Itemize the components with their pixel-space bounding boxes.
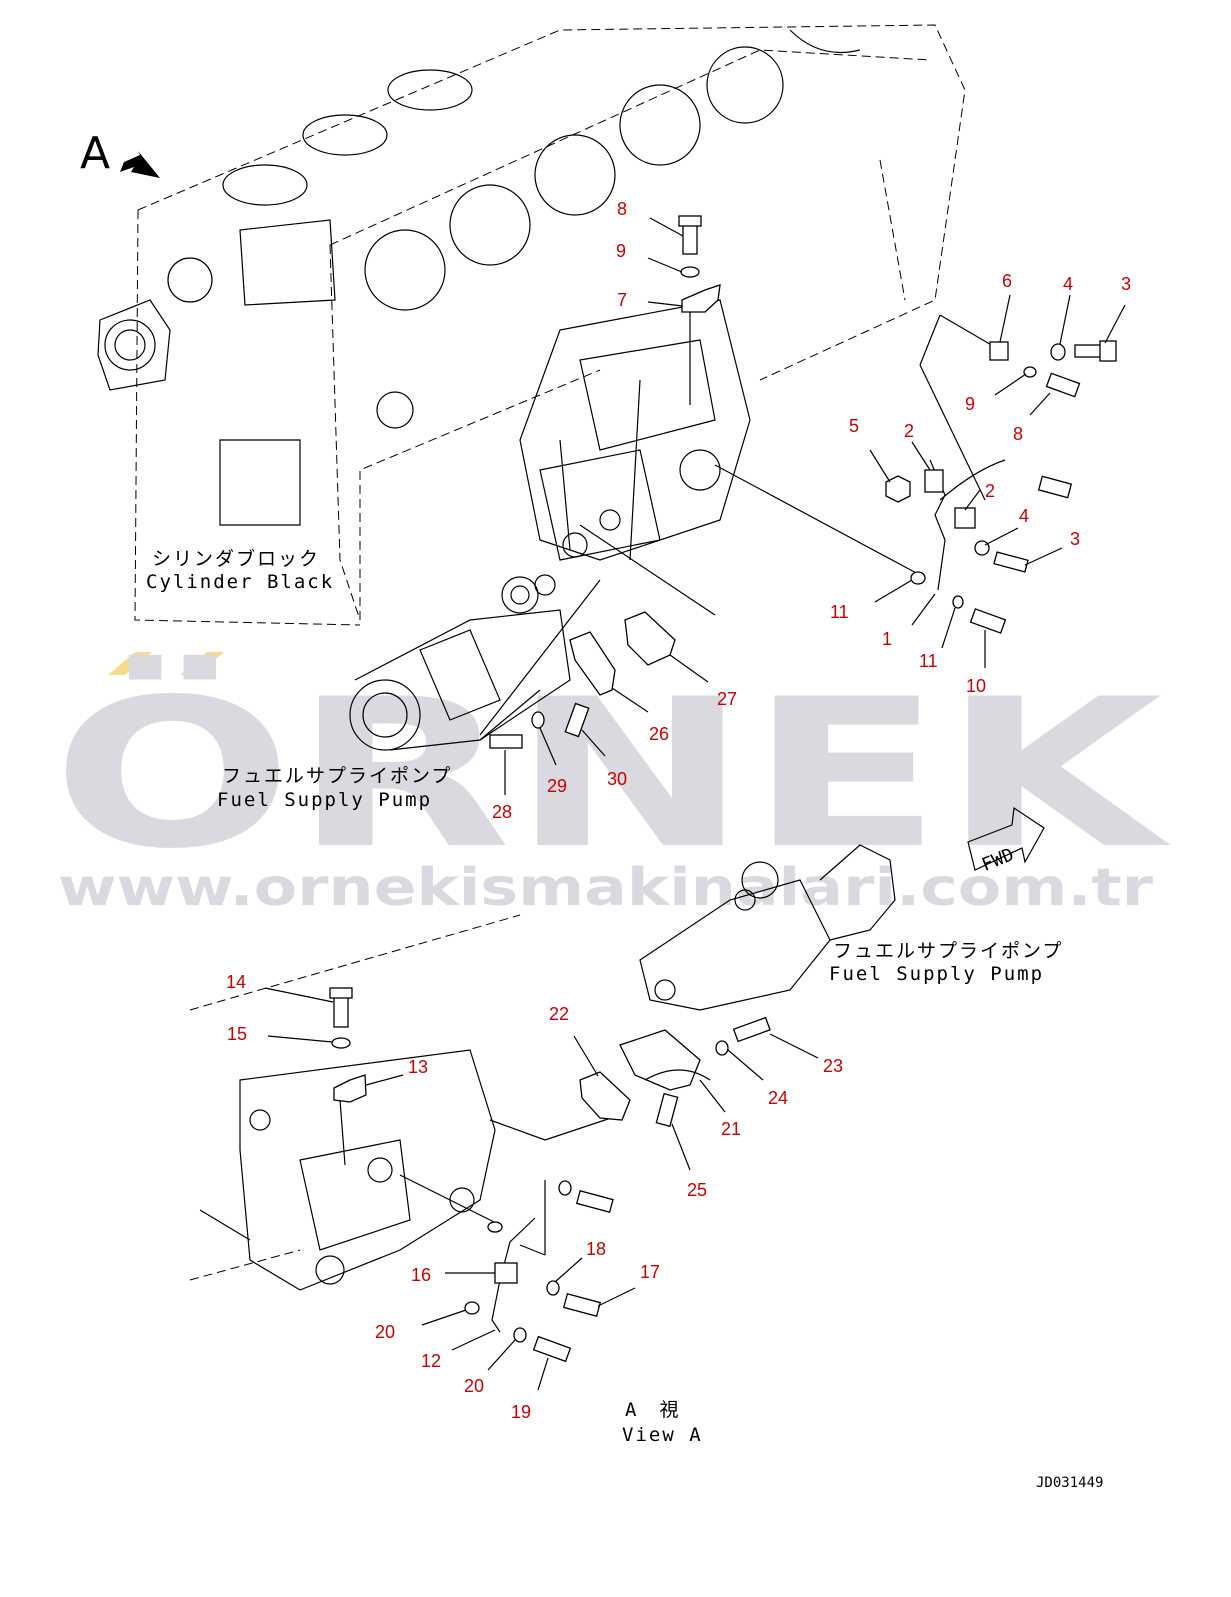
bolt-14 [333, 994, 349, 1028]
pump-label-en: Fuel Supply Pump [217, 789, 432, 811]
callout-9-right: 9 [965, 394, 975, 414]
callout-10: 10 [966, 676, 986, 696]
bolt-23 [732, 1016, 771, 1043]
callout-20-top: 20 [375, 1322, 395, 1342]
watermark-brand: ÖRNEK [52, 655, 1172, 894]
pump-label-jp: フュエルサプライポンプ [222, 765, 452, 787]
washer-20-top [464, 1301, 480, 1315]
pump2-label-en: Fuel Supply Pump [829, 963, 1044, 985]
callout-1: 1 [882, 629, 892, 649]
bracket-21 [619, 1029, 701, 1091]
lower-parts [329, 987, 771, 1363]
clamp-16 [494, 1262, 518, 1284]
callout-11-right: 11 [919, 651, 938, 671]
view-label-en: View A [622, 1424, 703, 1446]
bolt-8-right [1045, 372, 1081, 398]
block-22 [579, 1071, 631, 1121]
callout-3-mid: 3 [1070, 529, 1080, 549]
bolt-3-mid [993, 551, 1029, 573]
bracket-7 [681, 284, 721, 313]
callout-numbers: 8 9 7 6 4 3 9 8 5 2 2 4 3 11 1 11 10 27 … [226, 199, 1131, 1422]
washer-11-left [910, 571, 926, 585]
callout-30: 30 [607, 769, 627, 789]
callout-17: 17 [640, 1262, 660, 1282]
callout-6: 6 [1002, 271, 1012, 291]
callout-14: 14 [226, 972, 246, 992]
upper-leaders [479, 310, 1001, 736]
watermark-accent-right [180, 652, 224, 675]
callout-19: 19 [511, 1402, 531, 1422]
callout-13: 13 [408, 1057, 428, 1077]
callout-25: 25 [687, 1180, 707, 1200]
washer-9-upper [680, 266, 700, 278]
callout-26: 26 [649, 724, 669, 744]
callout-8-right: 8 [1013, 424, 1023, 444]
bolt-8-upper [682, 221, 698, 255]
bolt-10 [969, 608, 1007, 634]
washer-20-bottom [513, 1327, 527, 1343]
nut-5 [885, 475, 911, 503]
callout-leaders [264, 217, 1126, 1391]
callout-11-left: 11 [830, 602, 849, 622]
washer-18 [546, 1280, 560, 1296]
fuel-supply-pump-lower [639, 844, 896, 1011]
callout-4-mid: 4 [1019, 506, 1029, 526]
fuel-supply-pump-upper [349, 574, 571, 751]
callout-18: 18 [586, 1239, 606, 1259]
clamp-2-b [954, 507, 976, 529]
view-arrow-icon [120, 151, 160, 178]
callout-29: 29 [547, 776, 567, 796]
drawing-code: JD031449 [1036, 1475, 1103, 1491]
cylinder-label-en: Cylinder Black [146, 571, 334, 593]
callout-23: 23 [823, 1056, 843, 1076]
callout-2-b: 2 [985, 481, 995, 501]
callout-15: 15 [227, 1024, 247, 1044]
upper-pump-assembly [519, 299, 751, 561]
callout-4-top: 4 [1063, 274, 1073, 294]
pump2-label-jp: フュエルサプライポンプ [833, 940, 1063, 962]
washer-15 [331, 1037, 351, 1049]
washer-29 [531, 711, 545, 729]
view-marker-letter: A [80, 128, 110, 179]
bolt-19 [532, 1335, 572, 1363]
callout-9-upper: 9 [616, 241, 626, 261]
callout-28: 28 [492, 802, 512, 822]
watermark-accent-left [108, 652, 152, 675]
watermark: ÖRNEK www.ornekismakinalari.com.tr [52, 652, 1172, 918]
bolt-25 [655, 1092, 679, 1128]
washer-9-right [1023, 366, 1037, 378]
callout-20-bottom: 20 [464, 1376, 484, 1396]
callout-8-upper: 8 [617, 199, 627, 219]
washer-24 [715, 1040, 729, 1056]
bracket-26 [569, 631, 616, 696]
bolt-17 [562, 1293, 602, 1317]
watermark-url: www.ornekismakinalari.com.tr [58, 858, 1153, 918]
cylinder-block-drawing [97, 24, 966, 626]
callout-5: 5 [849, 416, 859, 436]
callout-24: 24 [768, 1088, 788, 1108]
clamp-6 [989, 341, 1009, 361]
washer-4-top [1050, 343, 1066, 361]
callout-21: 21 [721, 1119, 741, 1139]
callout-2-a: 2 [904, 421, 914, 441]
washer-4-mid [974, 540, 990, 556]
washer-11-right [952, 595, 964, 609]
callout-22: 22 [549, 1004, 569, 1024]
upper-parts [489, 215, 1117, 749]
lower-block-drawing [189, 914, 521, 1291]
view-label-jp: A 視 [625, 1399, 680, 1421]
callout-7: 7 [617, 290, 627, 310]
bolt-30 [564, 702, 590, 738]
callout-3-top: 3 [1121, 274, 1131, 294]
callout-12: 12 [421, 1351, 441, 1371]
lower-leaders [339, 1099, 621, 1256]
bolt-28 [489, 734, 523, 749]
callout-16: 16 [411, 1265, 431, 1285]
callout-27: 27 [717, 689, 737, 709]
bracket-13 [333, 1074, 367, 1103]
cylinder-label-jp: シリンダブロック [152, 547, 320, 570]
clamp-2-a [924, 469, 944, 493]
